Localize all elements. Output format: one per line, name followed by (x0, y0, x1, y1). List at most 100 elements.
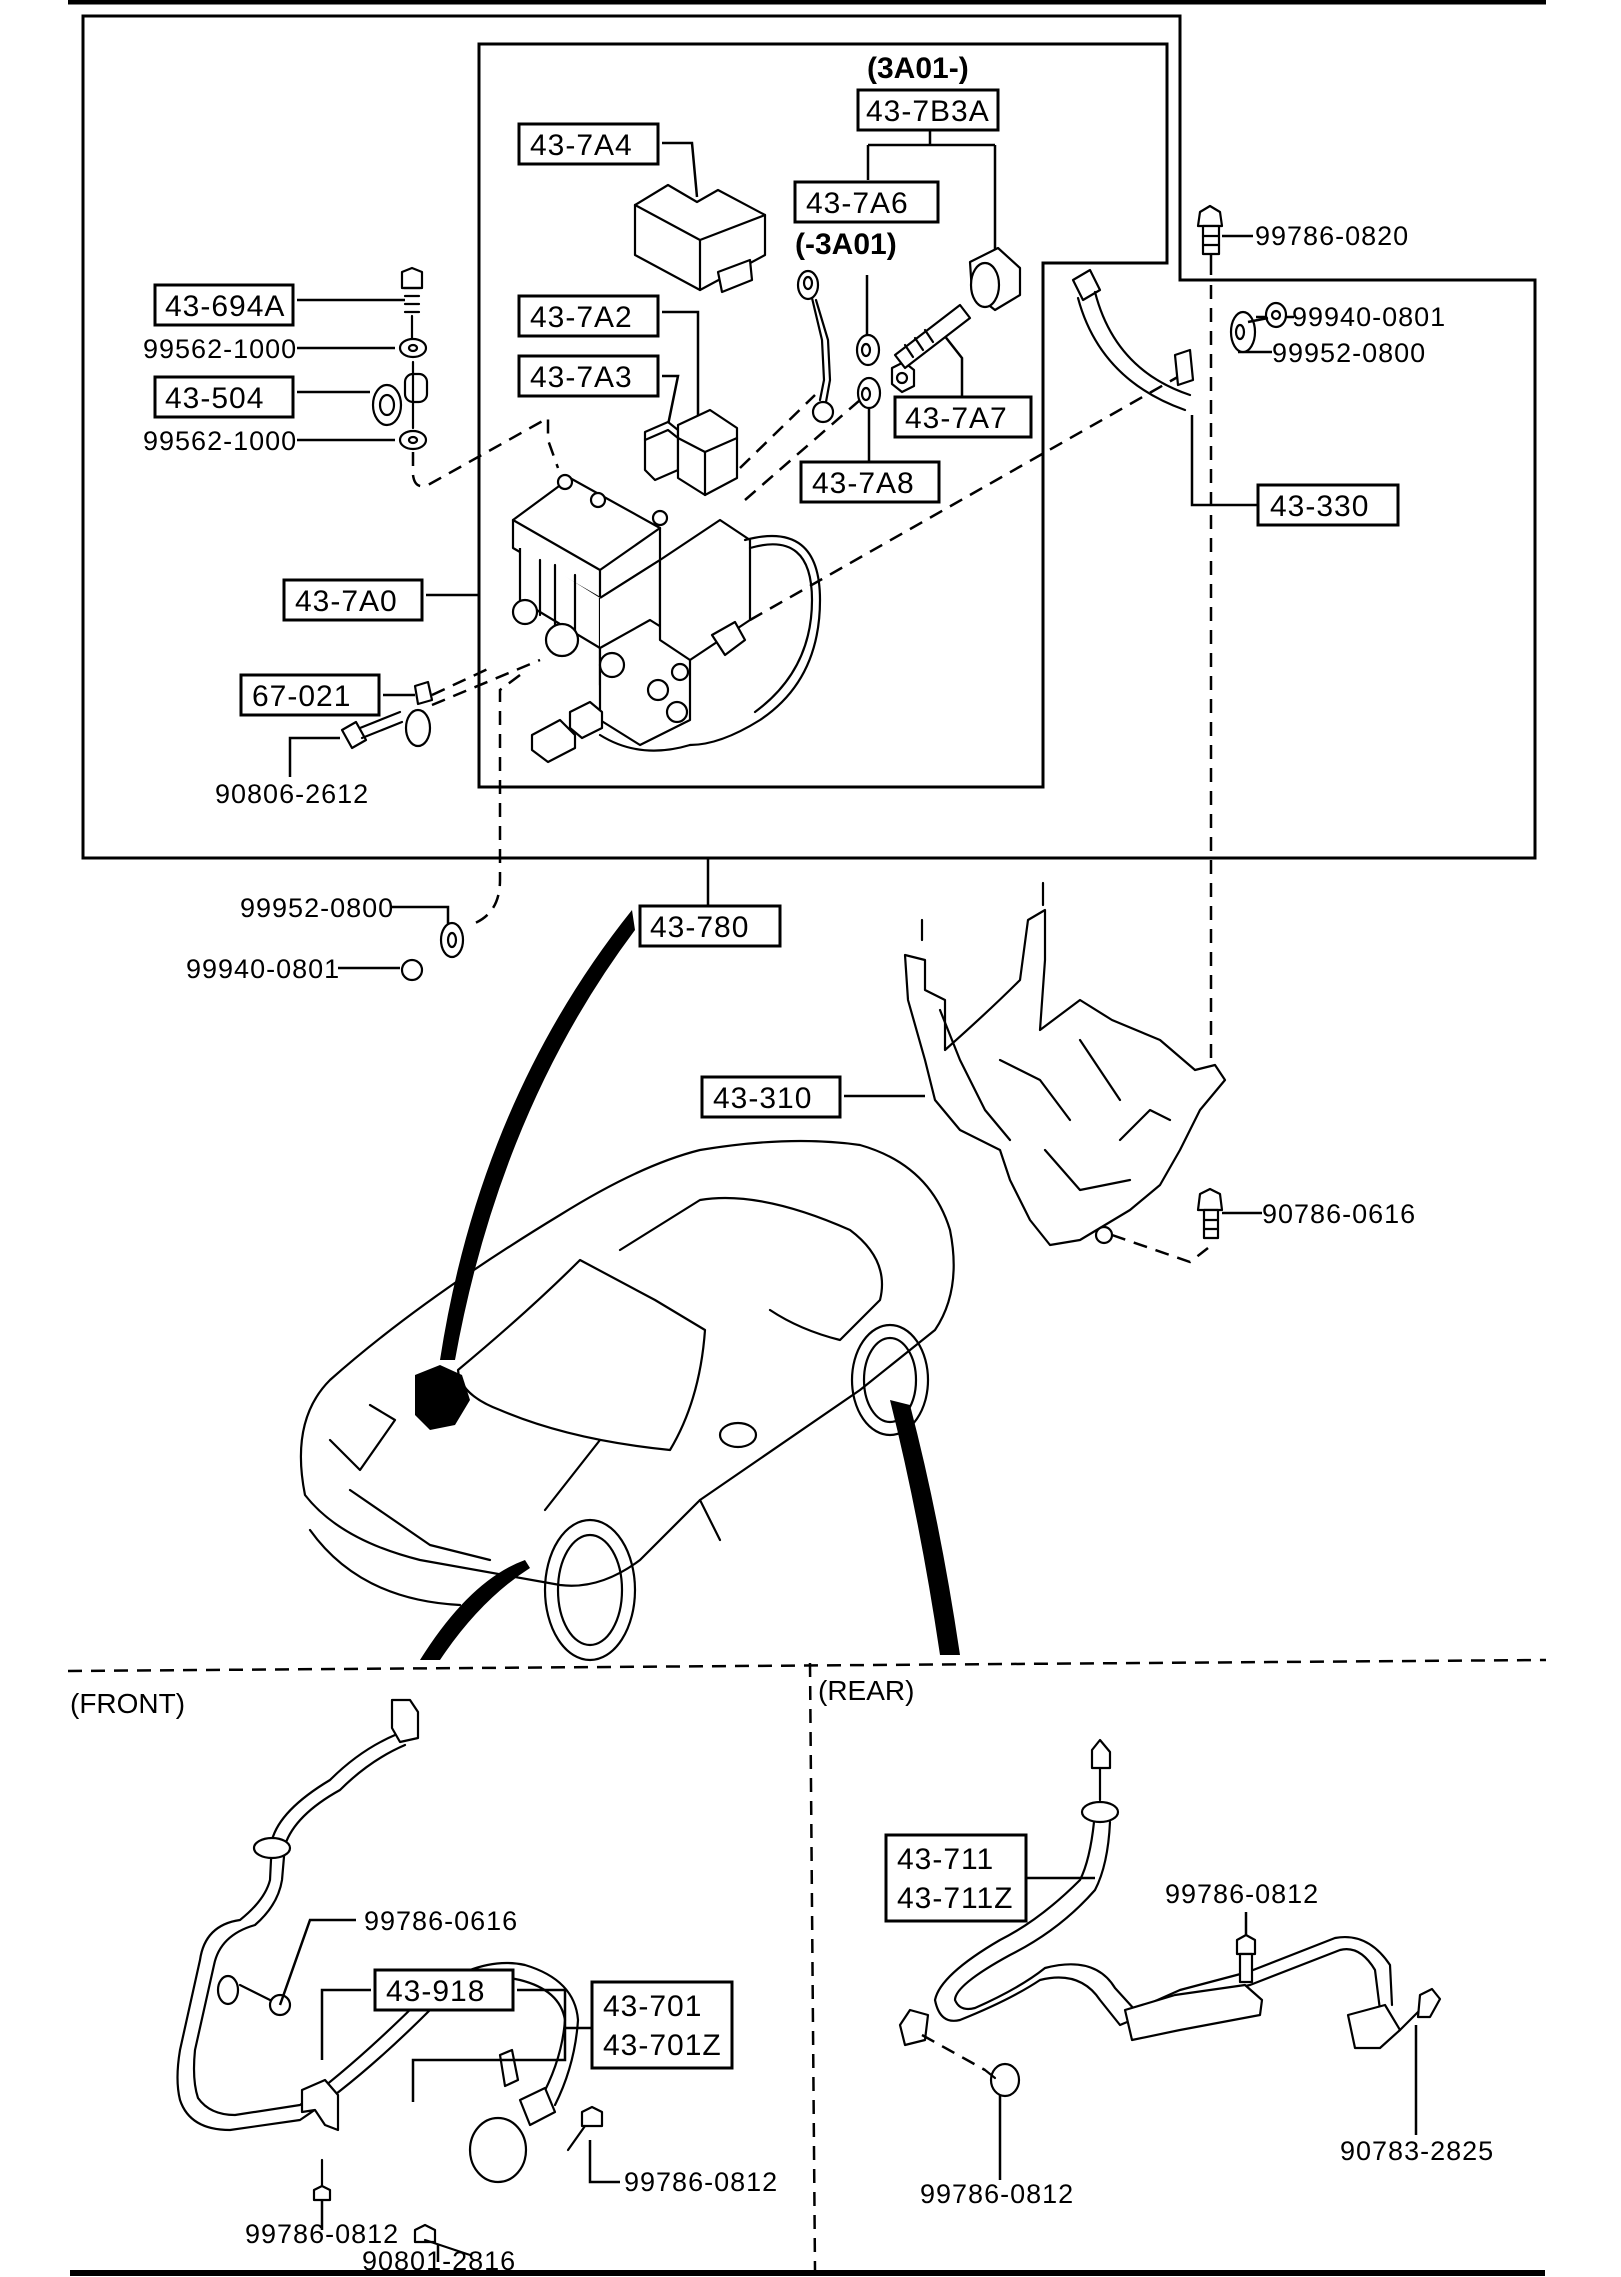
leader-43-330 (1190, 415, 1258, 507)
pointer-to-front (420, 1560, 530, 1660)
part-label-43-7A6: 43-7A6 (806, 187, 909, 220)
label-box-43-7A4 (517, 122, 660, 166)
inner-frame (477, 42, 1169, 789)
part-label-43-701Z: 43-701Z (603, 2029, 722, 2062)
bushing-43-504-icon (371, 360, 429, 430)
part-label-43-780: 43-780 (650, 911, 749, 944)
leader-43-918 (320, 1988, 371, 2060)
rear-hw-label-99786-0812-middle: 99786-0812 (1165, 1879, 1319, 1909)
label-box-43-918 (373, 1968, 515, 2012)
front-wheel-speed-sensor-icon (176, 1698, 580, 2184)
clamp-67-021-icon (404, 680, 434, 748)
dashed-guide-bracket-bolt (1111, 1233, 1209, 1264)
hw-label-99940-0801-left: 99940-0801 (186, 954, 340, 984)
dashed-guide-relay (739, 394, 861, 501)
hw-label-90786-0616: 90786-0616 (1262, 1199, 1416, 1229)
hw-label-99952-0800-left: 99952-0800 (240, 893, 394, 923)
part-label-43-918: 43-918 (386, 1975, 485, 2008)
nut-99940-0801-left-icon (400, 958, 424, 982)
leader-43-7A2 (662, 310, 700, 417)
leader-99952-left (390, 905, 450, 930)
nut-99940-0801-right-icon (1264, 301, 1288, 329)
rear-bolt-90783-2825-icon (1398, 1987, 1442, 2032)
serial-note-from: (3A01-) (867, 52, 969, 85)
leader-front-0616 (278, 1918, 356, 2006)
part-label-43-7A8: 43-7A8 (812, 467, 915, 500)
label-box-43-7A0 (282, 578, 424, 622)
hydraulic-unit-43-7A0-icon (511, 473, 822, 764)
car-illustration (299, 910, 960, 1662)
pointer-to-43-780 (440, 910, 635, 1360)
rear-hw-label-90783-2825: 90783-2825 (1340, 2136, 1494, 2166)
relay-43-7A2-icon (676, 408, 739, 497)
washer-99952-0800-right-icon (1229, 310, 1257, 354)
part-label-43-711: 43-711 (897, 1843, 994, 1876)
bolt-90806-2612-icon (340, 710, 404, 750)
stud-bolt-43-7B3A-icon (893, 246, 1022, 370)
hw-label-99562-1000-lower: 99562-1000 (143, 426, 297, 456)
part-label-43-7A2: 43-7A2 (530, 301, 633, 334)
bolt-90786-0616-icon (1196, 1187, 1224, 1240)
hw-label-90806-2612: 90806-2612 (215, 779, 369, 809)
part-label-43-7B3A: 43-7B3A (866, 95, 990, 128)
part-label-67-021: 67-021 (252, 680, 351, 713)
section-label-front: (FRONT) (70, 1688, 185, 1719)
part-label-43-330: 43-330 (1270, 490, 1369, 523)
bolt-43-694A-icon (400, 266, 424, 340)
label-box-43-711 (884, 1833, 1028, 1923)
part-label-43-7A4: 43-7A4 (530, 129, 633, 162)
part-label-43-310: 43-310 (713, 1082, 812, 1115)
label-box-43-7B3A (856, 88, 1000, 132)
label-box-43-701 (590, 1980, 734, 2070)
dashed-guide-67-021 (431, 658, 541, 707)
washer-lower-icon (398, 429, 428, 451)
part-label-43-711Z: 43-711Z (897, 1882, 1014, 1915)
leader-front-0812-right (588, 2140, 620, 2184)
front-bolt-90801-2816-icon (413, 2223, 472, 2257)
front-hw-label-99786-0812-bottom: 99786-0812 (245, 2219, 399, 2249)
pointer-to-rear (890, 1400, 960, 1655)
front-bolt-99786-0812-right-icon (566, 2105, 604, 2152)
section-divider-vertical (808, 1662, 817, 2271)
nut-washer-link (1247, 316, 1269, 324)
washer-99952-0800-left-icon (439, 921, 465, 959)
front-hw-label-99786-0616: 99786-0616 (364, 1906, 518, 1936)
rear-wheel-speed-sensor-icon (898, 1738, 1402, 2050)
leader-43-7A4 (662, 141, 699, 198)
leader-43-7A3 (662, 374, 680, 426)
rear-bolt-99786-0812-middle-icon (1235, 1933, 1257, 1984)
rear-bolt-99786-0812-bottom-icon (921, 2033, 1021, 2098)
leader-43-7B3A (866, 130, 997, 250)
dashed-guide-7A0-bracket (749, 368, 1191, 622)
label-box-43-310 (700, 1075, 842, 1119)
bolt-99786-0820-icon (1196, 204, 1224, 256)
bracket-43-310-icon (903, 881, 1227, 1247)
washer-43-7A8-icon (856, 376, 882, 410)
part-label-43-7A0: 43-7A0 (295, 585, 398, 618)
relay-cover-43-7A4-icon (633, 183, 767, 294)
label-box-43-7A7 (893, 395, 1033, 439)
label-box-43-7A8 (799, 460, 941, 504)
part-label-43-7A3: 43-7A3 (530, 361, 633, 394)
leader-90806-2612 (288, 736, 340, 777)
part-label-43-7A7: 43-7A7 (905, 402, 1008, 435)
hw-label-99562-1000-upper: 99562-1000 (143, 334, 297, 364)
ground-wire-43-7A6-icon (796, 269, 835, 424)
relay-43-7A3-icon (643, 420, 680, 482)
label-box-43-7A2 (517, 294, 660, 338)
leader-43-701 (411, 1988, 592, 2102)
serial-note-to: (-3A01) (795, 228, 897, 261)
washer-43-7A6-icon (855, 333, 881, 367)
section-divider-horizontal (67, 1658, 1547, 1673)
bracket-43-918-icon (300, 2078, 340, 2132)
label-box-67-021 (239, 673, 381, 717)
part-label-43-701: 43-701 (603, 1990, 702, 2023)
rear-hw-label-99786-0812-bottom: 99786-0812 (920, 2179, 1074, 2209)
leader-43-7A7 (939, 329, 964, 397)
dashed-guide-to-left-washer (469, 674, 521, 927)
hw-label-99952-0800-right: 99952-0800 (1272, 338, 1426, 368)
part-label-43-694A: 43-694A (165, 290, 285, 323)
dashed-guide-694A (411, 415, 560, 488)
section-label-rear: (REAR) (818, 1675, 914, 1706)
